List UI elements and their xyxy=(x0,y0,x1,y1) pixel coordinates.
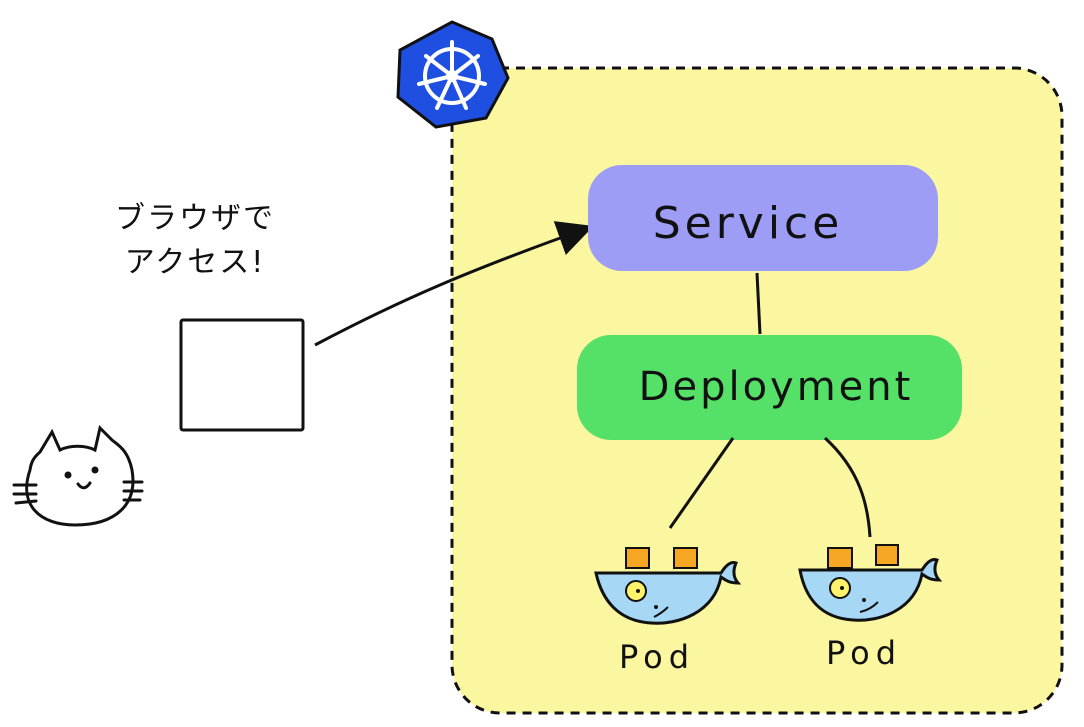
caption-line-2: アクセス! xyxy=(125,245,266,280)
deployment-label: Deployment xyxy=(639,364,914,410)
cat-face-icon xyxy=(12,425,144,527)
pod-whale-icon xyxy=(594,547,742,625)
pod-1-label: Pod xyxy=(619,638,695,676)
deployment-node[interactable] xyxy=(577,335,962,440)
service-deployment-connector xyxy=(755,272,762,335)
service-node[interactable] xyxy=(588,165,938,271)
pod-whale-icon xyxy=(798,544,943,622)
access-arrow xyxy=(314,221,594,347)
deployment-pod-1-connector xyxy=(668,437,735,529)
deployment-pod-2-connector xyxy=(823,436,872,538)
pod-2-label: Pod xyxy=(826,634,902,672)
caption-line-1: ブラウザで xyxy=(115,201,275,236)
service-label: Service xyxy=(653,198,844,249)
browser-window-icon xyxy=(179,318,305,432)
kubernetes-logo-icon xyxy=(396,20,510,129)
